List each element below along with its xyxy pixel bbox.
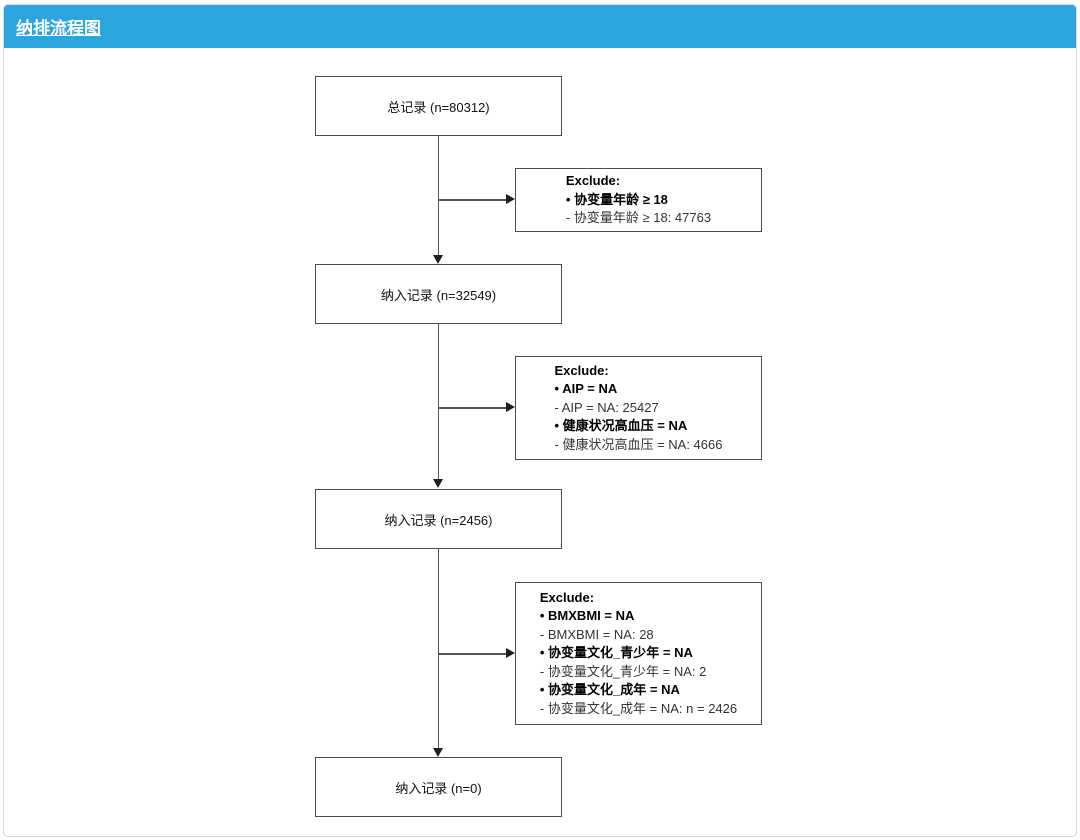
exclude-criterion: • AIP = NA [554, 381, 618, 397]
exclude-box-content: Exclude: • BMXBMI = NA - BMXBMI = NA: 28… [540, 589, 737, 719]
arrowhead-down-icon [433, 479, 443, 488]
exclude-title: Exclude: [539, 589, 595, 605]
exclude-box-content: Exclude: • 协变量年龄 ≥ 18 - 协变量年龄 ≥ 18: 4776… [566, 172, 711, 228]
exclude-count: - AIP = NA: 25427 [554, 399, 659, 415]
exclude-count: - 协变量文化_成年 = NA: n = 2426 [539, 700, 738, 716]
page-title[interactable]: 纳排流程图 [16, 19, 101, 38]
flow-node-label: 纳入记录 (n=0) [395, 780, 482, 796]
flow-node-label: 纳入记录 (n=32549) [380, 287, 497, 303]
connector-branch-2 [438, 407, 507, 409]
exclude-criterion: • 健康状况高血压 = NA [554, 418, 688, 434]
exclude-count: - 协变量年龄 ≥ 18: 47763 [565, 210, 712, 226]
exclude-criterion: • 协变量文化_成年 = NA [539, 682, 680, 698]
panel-header: 纳排流程图 [4, 5, 1076, 48]
connector-vertical-3 [437, 549, 439, 748]
exclude-criterion: • 协变量文化_青少年 = NA [539, 645, 693, 661]
flow-node-label: 总记录 (n=80312) [387, 99, 490, 115]
connector-vertical-2 [437, 324, 439, 480]
exclude-box-1: Exclude: • 协变量年龄 ≥ 18 - 协变量年龄 ≥ 18: 4776… [515, 168, 762, 232]
exclude-count: - BMXBMI = NA: 28 [539, 626, 654, 642]
flow-node-included-final: 纳入记录 (n=0) [315, 757, 562, 817]
panel-card: 纳排流程图 总记录 (n=80312) 纳入记录 (n=32549) 纳入记录 … [3, 4, 1077, 837]
exclude-count: - 协变量文化_青少年 = NA: 2 [539, 663, 707, 679]
flow-node-included-1: 纳入记录 (n=32549) [315, 264, 562, 324]
exclude-title: Exclude: [565, 173, 621, 189]
connector-vertical-1 [437, 136, 439, 256]
exclude-criterion: • 协变量年龄 ≥ 18 [565, 191, 668, 207]
arrowhead-down-icon [433, 255, 443, 264]
arrowhead-right-icon [506, 194, 515, 204]
exclude-count: - 健康状况高血压 = NA: 4666 [554, 436, 723, 452]
arrowhead-right-icon [506, 648, 515, 658]
exclude-criterion: • BMXBMI = NA [539, 608, 635, 624]
arrowhead-down-icon [433, 748, 443, 757]
exclude-box-2: Exclude: • AIP = NA - AIP = NA: 25427 • … [515, 356, 762, 460]
flow-node-total-records: 总记录 (n=80312) [315, 76, 562, 136]
exclude-box-content: Exclude: • AIP = NA - AIP = NA: 25427 • … [555, 362, 723, 455]
connector-branch-1 [438, 199, 507, 201]
connector-branch-3 [438, 653, 507, 655]
exclude-title: Exclude: [554, 362, 609, 378]
exclude-box-3: Exclude: • BMXBMI = NA - BMXBMI = NA: 28… [515, 582, 762, 725]
flowchart-canvas: 总记录 (n=80312) 纳入记录 (n=32549) 纳入记录 (n=245… [4, 48, 1076, 836]
flow-node-label: 纳入记录 (n=2456) [384, 512, 493, 528]
arrowhead-right-icon [506, 402, 515, 412]
flow-node-included-2: 纳入记录 (n=2456) [315, 489, 562, 549]
